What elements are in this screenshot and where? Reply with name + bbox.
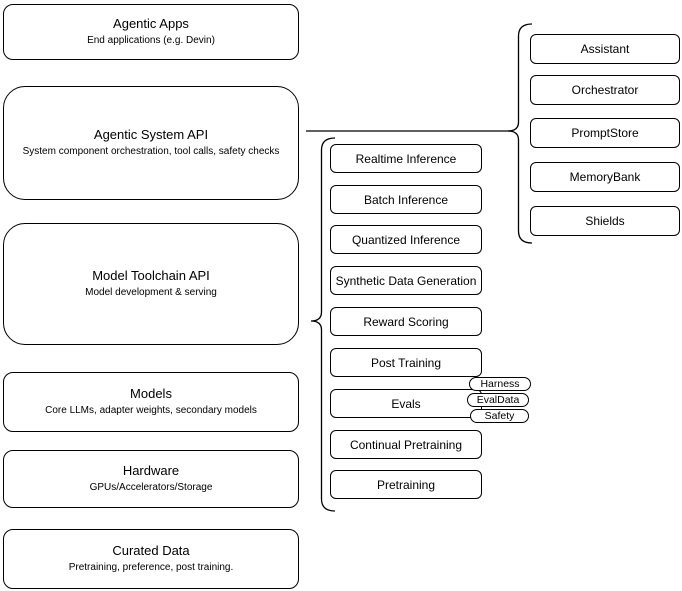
node-title: Curated Data: [112, 542, 190, 558]
node-title: Hardware: [122, 462, 180, 478]
node-subtitle: End applications (e.g. Devin): [87, 35, 215, 47]
tag-evaldata: EvalData: [467, 393, 529, 407]
node-agentic-apps: Agentic Apps End applications (e.g. Devi…: [3, 4, 299, 60]
node-continual-pretraining: Continual Pretraining: [330, 430, 482, 459]
node-title: Model Toolchain API: [92, 267, 210, 283]
tag-harness: Harness: [469, 377, 531, 391]
node-subtitle: Pretraining, preference, post training.: [68, 562, 234, 574]
node-subtitle: Core LLMs, adapter weights, secondary mo…: [45, 405, 257, 417]
node-evals: Evals: [330, 389, 482, 418]
node-subtitle: Model development & serving: [85, 287, 217, 299]
node-quantized-inference: Quantized Inference: [330, 225, 482, 254]
node-realtime-inference: Realtime Inference: [330, 144, 482, 173]
node-shields: Shields: [530, 206, 680, 236]
node-promptstore: PromptStore: [530, 118, 680, 148]
node-synthetic-data-generation: Synthetic Data Generation: [330, 266, 482, 295]
node-curated-data: Curated Data Pretraining, preference, po…: [3, 529, 299, 589]
node-memorybank: MemoryBank: [530, 162, 680, 192]
node-assistant: Assistant: [530, 34, 680, 64]
node-batch-inference: Batch Inference: [330, 185, 482, 214]
node-model-toolchain-api: Model Toolchain API Model development & …: [3, 223, 299, 345]
tag-safety: Safety: [470, 409, 529, 423]
node-post-training: Post Training: [330, 348, 482, 377]
node-hardware: Hardware GPUs/Accelerators/Storage: [3, 450, 299, 508]
node-pretraining: Pretraining: [330, 470, 482, 499]
system-components-brace: [507, 23, 533, 244]
node-models: Models Core LLMs, adapter weights, secon…: [3, 372, 299, 432]
node-subtitle: GPUs/Accelerators/Storage: [89, 482, 213, 494]
node-title: Agentic System API: [93, 126, 209, 142]
node-orchestrator: Orchestrator: [530, 75, 680, 105]
node-title: Agentic Apps: [113, 15, 189, 31]
node-agentic-system-api: Agentic System API System component orch…: [3, 86, 299, 200]
node-subtitle: System component orchestration, tool cal…: [22, 146, 280, 158]
node-reward-scoring: Reward Scoring: [330, 307, 482, 336]
node-title: Models: [130, 385, 172, 401]
